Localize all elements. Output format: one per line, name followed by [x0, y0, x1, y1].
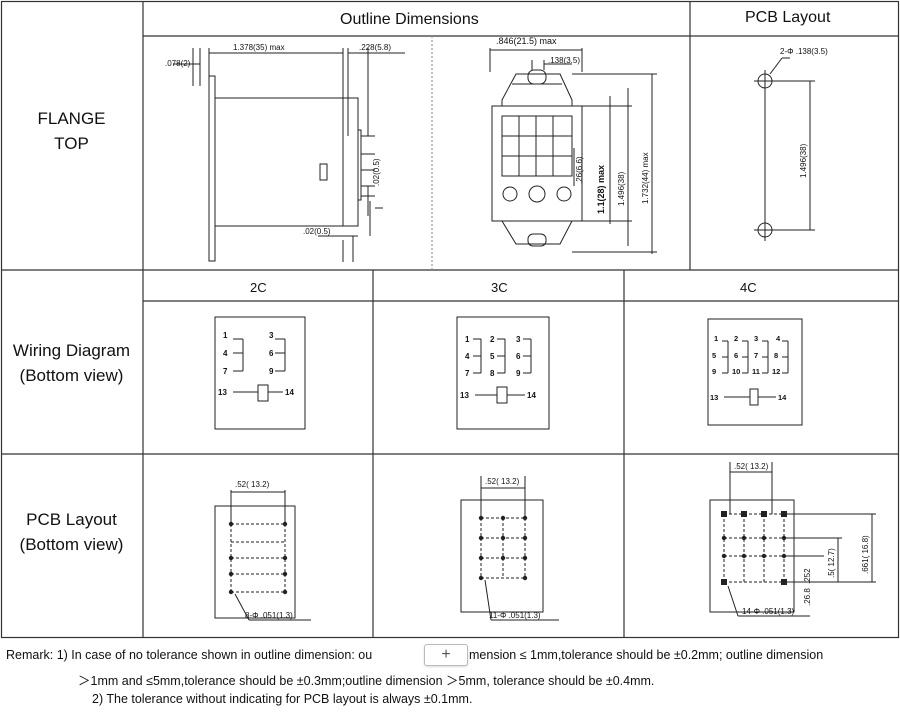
terminal-label: 8	[490, 369, 495, 378]
row-label-pcb: PCB Layout	[26, 510, 117, 529]
terminal-label: 5	[490, 352, 495, 361]
terminal-label: 6	[269, 349, 274, 358]
dim-pin-row-spacing: .52( 13.2)	[734, 462, 769, 471]
dim-body-height: 1.1(28) max	[596, 165, 606, 214]
terminal-label: 9	[712, 367, 716, 376]
dim-pin-row-spacing: .52( 13.2)	[235, 480, 270, 489]
terminal-label: 1	[714, 334, 718, 343]
outline-side-view-drawing: .078(2) 1.378(35) max .228(5.8) .02(0.5)…	[165, 43, 405, 262]
terminal-label: 9	[269, 367, 274, 376]
terminal-label: 13	[460, 391, 469, 400]
terminal-label: 6	[516, 352, 521, 361]
terminal-label: 7	[223, 367, 228, 376]
pcb-layout-header: PCB Layout	[745, 9, 831, 26]
wiring-diagram-3c: 1 2 3 4 5 6 7 8 9 13 14	[456, 316, 550, 430]
terminal-label: 10	[732, 367, 740, 376]
terminal-label: 6	[734, 351, 738, 360]
terminal-label: 4	[776, 334, 781, 343]
outline-dimensions-header: Outline Dimensions	[340, 11, 479, 28]
terminal-label: 7	[465, 369, 470, 378]
dim-pin-width: .02(0.5)	[372, 158, 381, 186]
row-label-flange: FLANGE	[37, 109, 106, 128]
dim-hole-count: 11-Φ .051(1.3)	[489, 611, 541, 620]
pcb-top-layout-drawing: 2-Φ .138(3.5) 1.496(38)	[754, 47, 828, 241]
terminal-label: 8	[774, 351, 778, 360]
dim-mount-hole: 2-Φ .138(3.5)	[780, 47, 828, 56]
pcb-bottom-layout-4c: .52( 13.2) 14-Φ .051(1.3) .661( 16.8) .5…	[709, 462, 876, 617]
terminal-label: 4	[465, 352, 470, 361]
terminal-label: 14	[527, 391, 536, 400]
row-label-top: TOP	[54, 134, 89, 153]
wiring-diagram-4c: 1 2 3 4 5 6 7 8 9 10 11 12 13 14	[707, 318, 803, 426]
remark-line-2: ＞1mm and ≤5mm,tolerance should be ±0.3mm…	[78, 674, 655, 688]
terminal-label: 3	[269, 331, 274, 340]
remark-line-1b: mension ≤ 1mm,tolerance should be ±0.2mm…	[469, 648, 824, 662]
dim-front-width: .846(21.5) max	[496, 36, 557, 46]
terminal-label: 1	[223, 331, 228, 340]
dim-overall-length: 1.378(35) max	[233, 43, 285, 52]
row-label-wiring-diagram: Wiring Diagram (Bottom view)	[0, 338, 143, 388]
dim-hole-count: 8-Φ .051(1.3)	[245, 611, 293, 620]
dim-mount-hole-spacing: 1.496(38)	[799, 143, 808, 178]
wiring-diagram-2c: 1 3 4 6 7 9 13 14	[214, 316, 306, 430]
row-label-pcb-sub: (Bottom view)	[19, 535, 124, 554]
column-header-2c: 2C	[250, 280, 267, 295]
dim-row-span: .661( 16.8)	[861, 535, 870, 574]
dim-offset: .26.8	[803, 588, 812, 606]
terminal-label: 5	[712, 351, 716, 360]
remark-line-3: 2) The tolerance without indicating for …	[92, 692, 473, 706]
dim-terminal-offset: .26(6.6)	[575, 156, 584, 184]
terminal-label: 11	[752, 367, 760, 376]
column-header-4c: 4C	[740, 280, 757, 295]
dim-overall-height: 1.732(44) max	[641, 152, 650, 204]
terminal-label: 13	[710, 393, 718, 402]
dim-pin-pitch: .252	[803, 568, 812, 584]
terminal-label: 13	[218, 388, 227, 397]
column-header-3c: 3C	[491, 280, 508, 295]
add-plus-button[interactable]: +	[424, 644, 468, 666]
dim-pin-row-spacing: .52( 13.2)	[485, 477, 520, 486]
pcb-bottom-layout-3c: .52( 13.2) 11-Φ .051(1.3)	[460, 476, 559, 621]
dim-pin-thickness: .02(0.5)	[303, 227, 331, 236]
dim-inner-span: .5( 12.7)	[827, 548, 836, 578]
terminal-label: 12	[772, 367, 780, 376]
outline-front-view-drawing: .846(21.5) max .138(3.5) .26(6.6) 1.1(28…	[489, 36, 657, 254]
terminal-label: 3	[754, 334, 758, 343]
terminal-label: 4	[223, 349, 228, 358]
dim-hole-count: 14-Φ .051(1.3)	[742, 607, 795, 616]
terminal-label: 7	[754, 351, 758, 360]
plus-icon: +	[441, 646, 451, 663]
dim-mount-spacing: 1.496(38)	[617, 171, 626, 206]
dim-pin-length: .228(5.8)	[359, 43, 391, 52]
remark-line-1a: Remark: 1) In case of no tolerance shown…	[6, 648, 373, 662]
row-label-wiring-sub: (Bottom view)	[19, 366, 124, 385]
terminal-label: 1	[465, 335, 470, 344]
terminal-label: 14	[285, 388, 294, 397]
pcb-bottom-layout-2c: .52( 13.2) 8-Φ .051(1.3)	[214, 480, 311, 621]
dim-flange-thickness: .078(2)	[165, 59, 191, 68]
dim-flange-hole: .138(3.5)	[548, 56, 580, 65]
row-label-flange-top: FLANGE TOP	[0, 106, 143, 156]
terminal-label: 14	[778, 393, 787, 402]
terminal-label: 2	[734, 334, 738, 343]
terminal-label: 9	[516, 369, 521, 378]
row-label-pcb-layout: PCB Layout (Bottom view)	[0, 507, 143, 557]
terminal-label: 3	[516, 335, 521, 344]
row-label-wiring: Wiring Diagram	[12, 341, 131, 360]
terminal-label: 2	[490, 335, 495, 344]
